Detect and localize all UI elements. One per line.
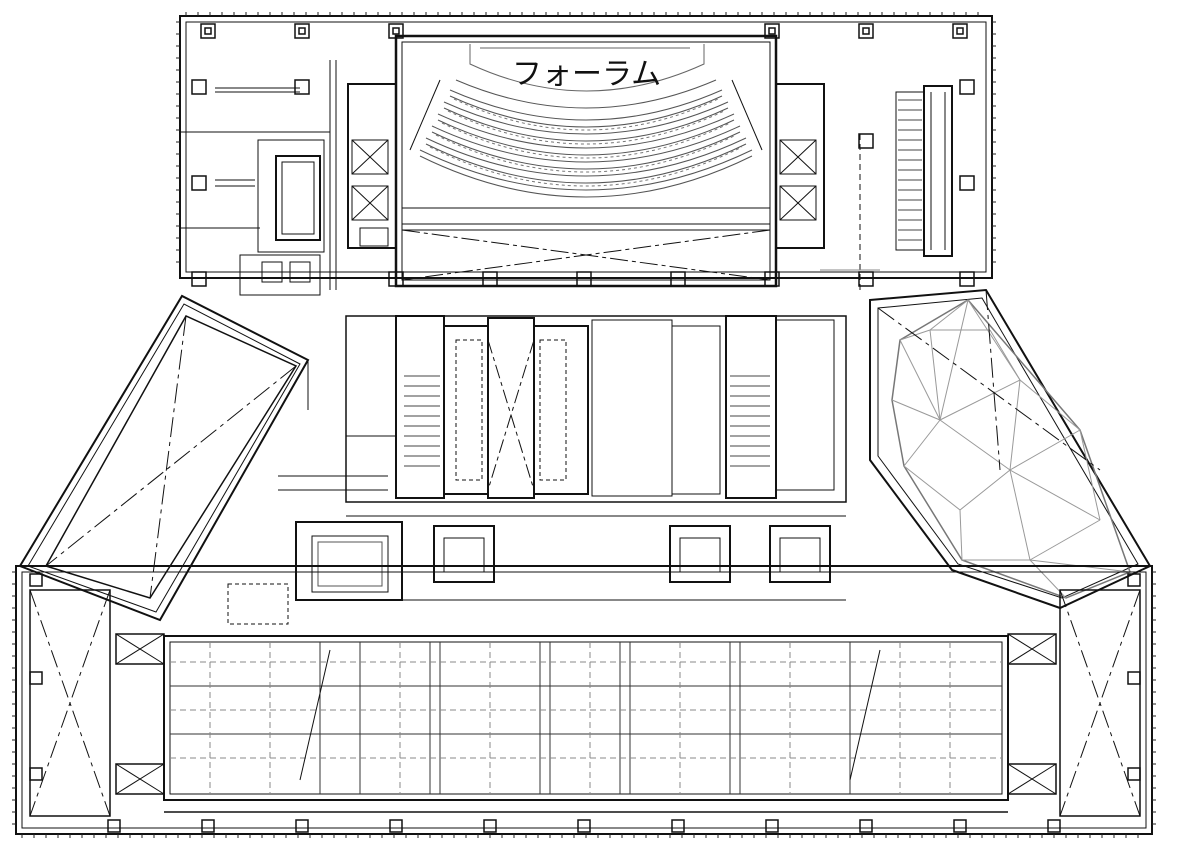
perimeter-ticks — [12, 12, 1156, 838]
column-markers — [191, 23, 975, 287]
left-offices — [215, 60, 337, 296]
forum-hall: フォーラム — [394, 34, 778, 288]
left-wing — [18, 294, 310, 622]
escalator — [820, 85, 953, 290]
right-wing — [869, 288, 1152, 610]
forum-core-left — [347, 83, 397, 249]
elevator-row — [227, 515, 846, 625]
lower-block — [15, 565, 1153, 835]
middle-core — [278, 315, 847, 503]
upper-block-outline — [179, 15, 993, 279]
bottom-columns — [29, 573, 1141, 833]
forum-core-right — [775, 83, 825, 249]
forum-label: フォーラム — [512, 57, 661, 92]
